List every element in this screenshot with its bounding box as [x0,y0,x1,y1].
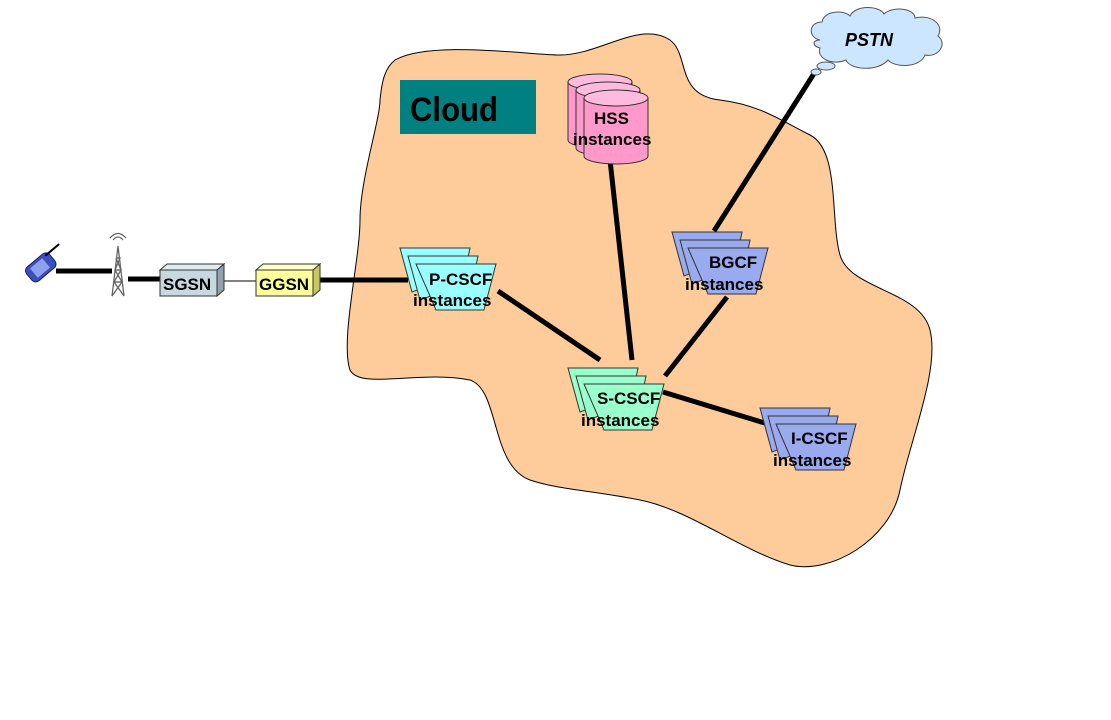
pcscf-node[interactable]: P-CSCF instances [399,247,497,311]
pstn-bubble-small [810,68,822,76]
icscf-label: I-CSCF [791,429,848,448]
ggsn-node[interactable]: GGSN [254,262,322,298]
pstn-cloud[interactable]: PSTN [810,7,943,76]
tower-icon[interactable] [109,232,127,297]
sgsn-node[interactable]: SGSN [158,262,226,298]
pstn-label: PSTN [845,30,894,50]
icscf-sublabel: instances [773,451,851,470]
mobile-phone-icon[interactable] [23,242,68,284]
hss-label: HSS [594,109,629,128]
edge-bgcf-scscf [663,295,729,378]
edge-pcscf-scscf [496,288,602,363]
edge-bgcf-pstn [711,70,818,233]
edge-scscf-icscf [662,389,769,427]
hss-node[interactable]: HSS instances [567,73,651,165]
bgcf-sublabel: instances [685,275,763,294]
cloud-title-box [400,80,536,134]
pstn-cloud-shape [810,7,943,69]
edge-hss-scscf [607,159,635,361]
hss-sublabel: instances [573,130,651,149]
cloud-title: Cloud [410,91,498,129]
pcscf-sublabel: instances [413,291,491,310]
hss-cylinder-front [583,89,649,165]
scscf-node[interactable]: S-CSCF instances [567,367,665,431]
bgcf-node[interactable]: BGCF instances [671,231,769,295]
edges [56,70,818,427]
sgsn-label: SGSN [163,275,211,294]
pstn-bubble-large [816,61,836,71]
scscf-sublabel: instances [581,411,659,430]
bgcf-label: BGCF [709,253,757,272]
ggsn-label: GGSN [259,275,309,294]
scscf-label: S-CSCF [597,389,660,408]
icscf-node[interactable]: I-CSCF instances [759,407,857,471]
pcscf-label: P-CSCF [429,270,492,289]
